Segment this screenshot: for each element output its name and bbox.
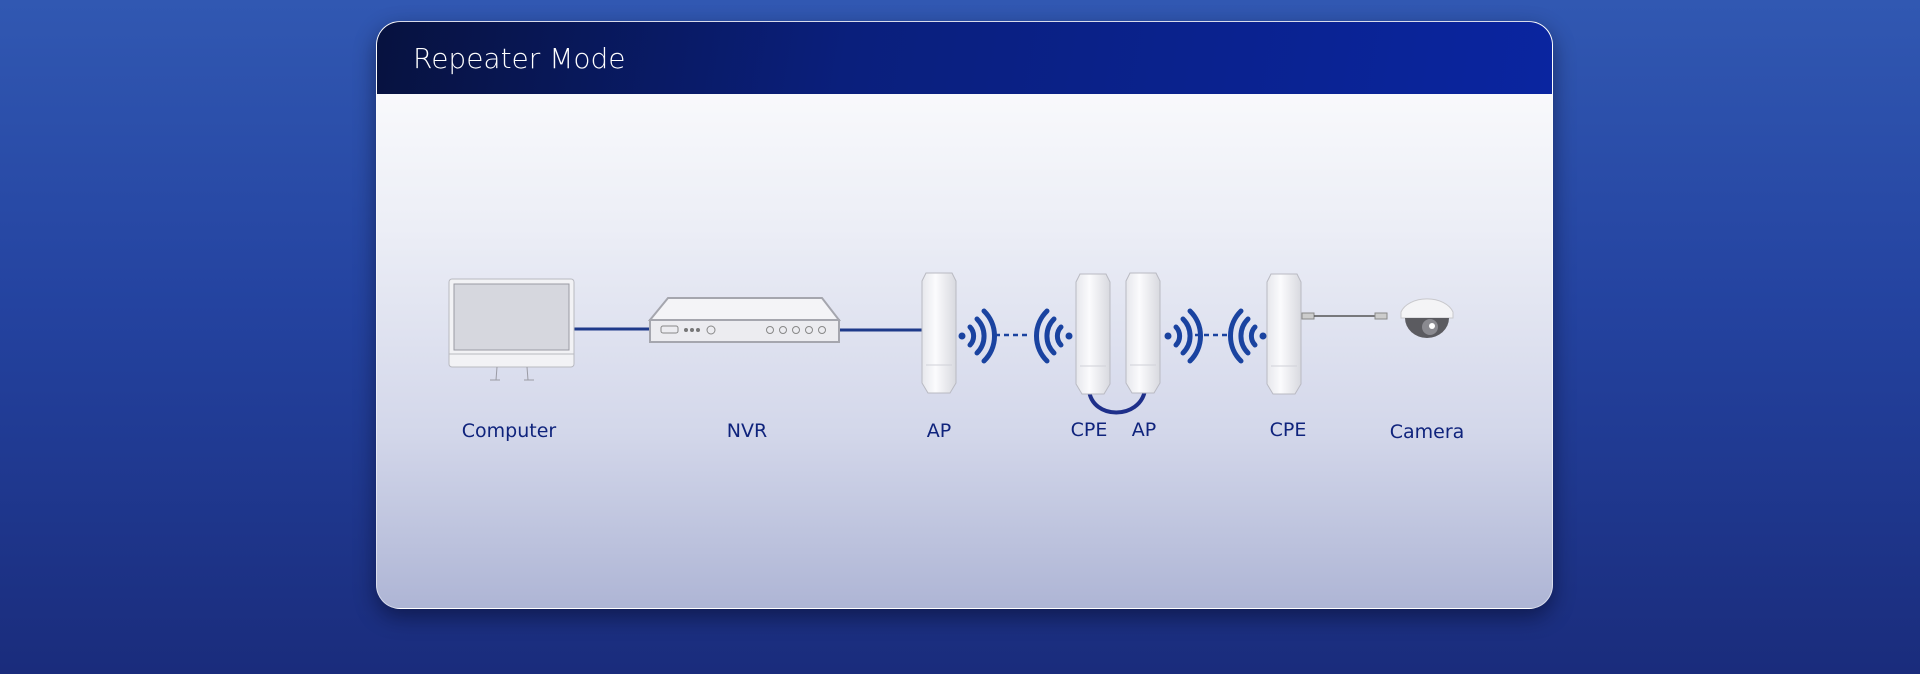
- ethernet-cable-icon: [1301, 312, 1388, 320]
- nvr-icon: [647, 297, 842, 343]
- wifi-signal-icon: [959, 311, 995, 361]
- label-ap: AP: [927, 420, 951, 442]
- label-cpe-remote: CPE: [1270, 419, 1307, 441]
- label-nvr: NVR: [727, 420, 767, 442]
- computer-icon: [448, 278, 575, 381]
- camera-icon: [1400, 298, 1454, 338]
- cpe-device-icon: [1075, 273, 1111, 395]
- wifi-signal-icon: [1036, 311, 1072, 361]
- cpe-device-icon: [1266, 273, 1302, 395]
- cable-link: [1087, 389, 1147, 415]
- wifi-signal-icon: [1230, 311, 1266, 361]
- card-header: Repeater Mode: [377, 22, 1552, 94]
- ap-device-icon: [921, 272, 957, 394]
- label-computer: Computer: [462, 420, 557, 442]
- label-camera: Camera: [1390, 421, 1465, 443]
- page-title: Repeater Mode: [413, 41, 626, 75]
- label-ap-repeater: AP: [1132, 419, 1156, 441]
- ap-device-icon: [1125, 272, 1161, 394]
- label-cpe: CPE: [1071, 419, 1108, 441]
